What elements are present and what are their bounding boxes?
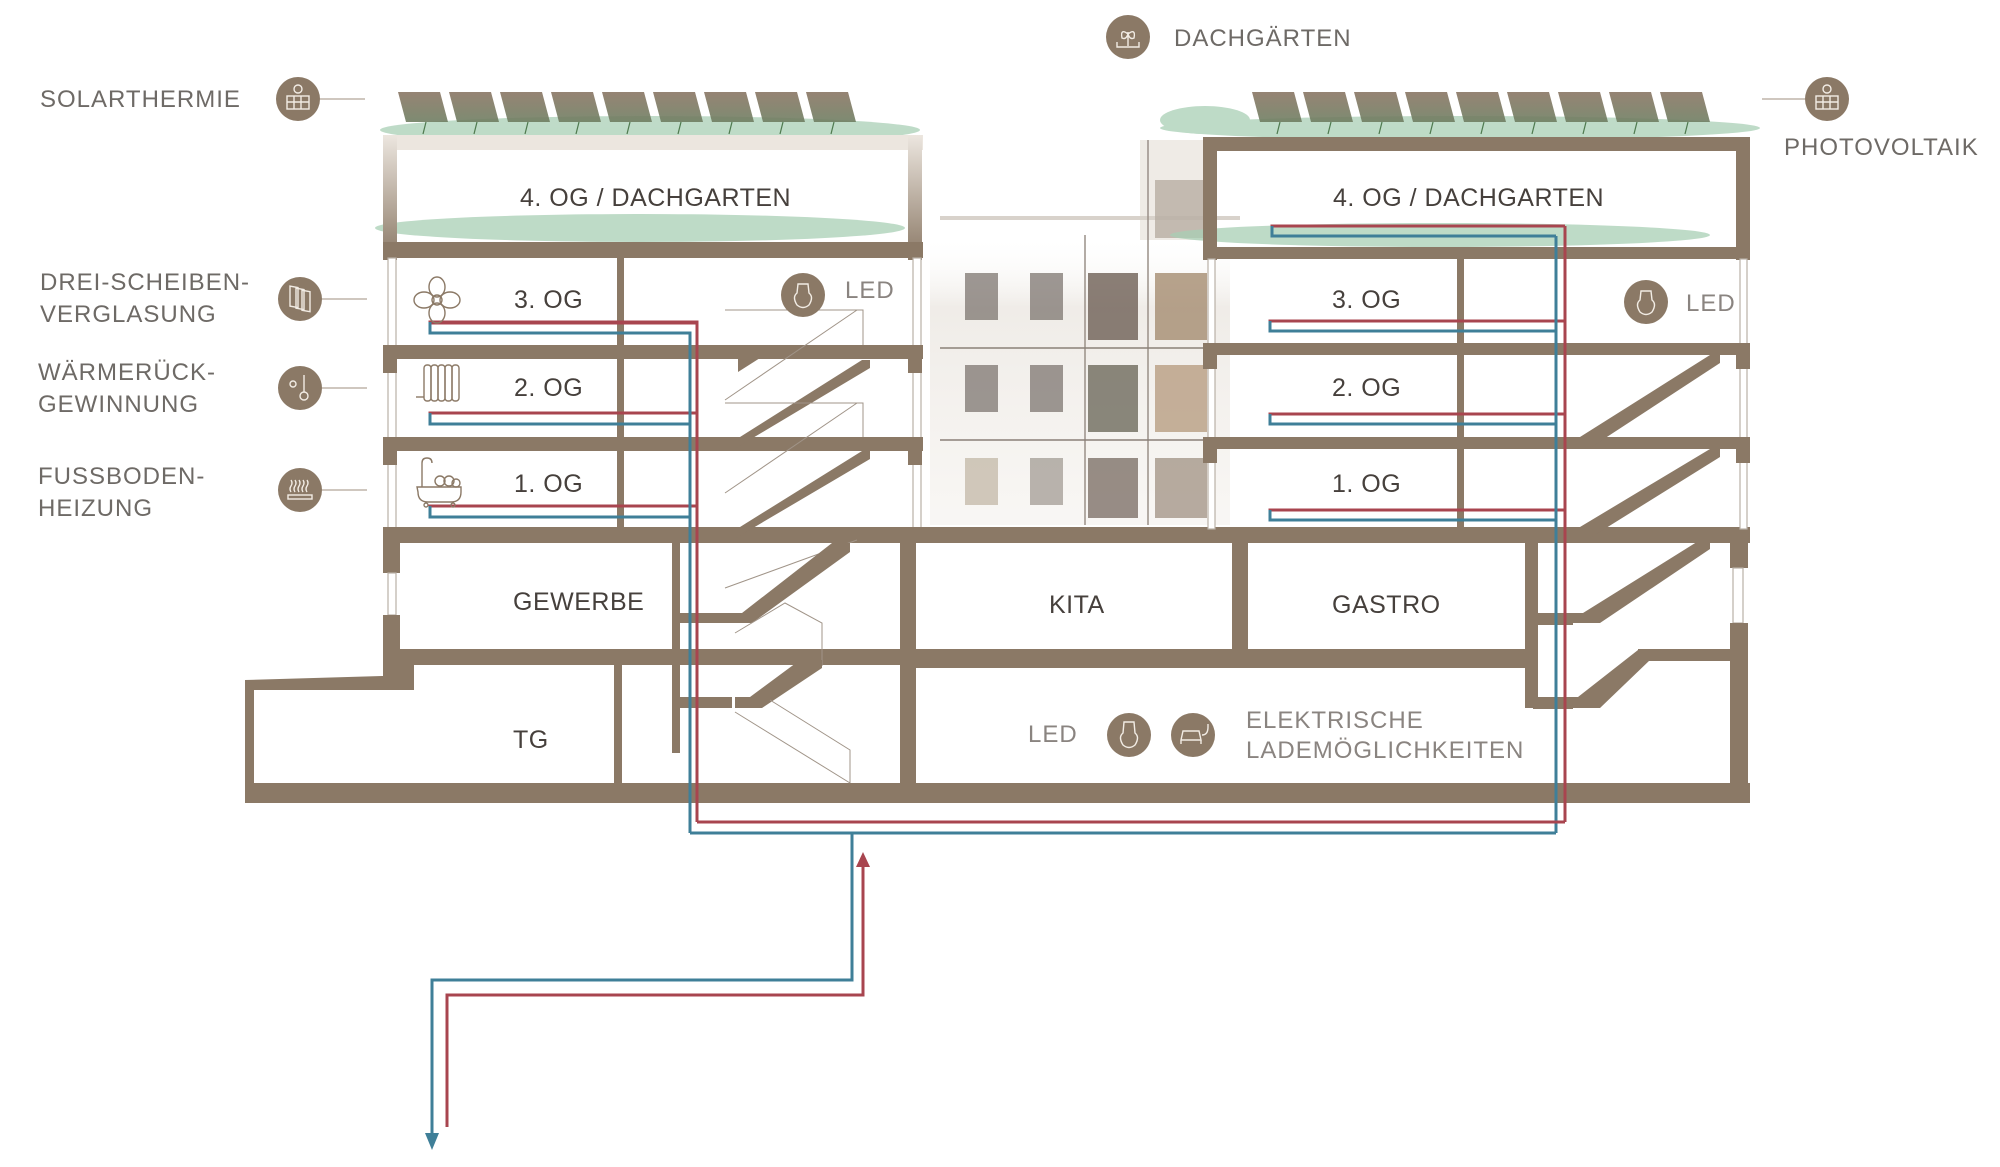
solar-panel	[602, 92, 652, 122]
solar-panel-stand	[626, 121, 631, 135]
light-bulb-icon	[1107, 713, 1151, 757]
legend-solarthermie: SOLARTHERMIE	[40, 77, 365, 121]
led-annotation-basement: LED ELEKTRISCHE LADEMÖGLICHKEITEN	[1028, 707, 1524, 764]
solar-panel	[1558, 92, 1608, 122]
left-staircase	[724, 309, 870, 784]
solar-panel	[1507, 92, 1557, 122]
legend-drei-scheiben-verglasung: DREI-SCHEIBEN- VERGLASUNG	[40, 269, 367, 328]
led-label: LED	[1686, 290, 1736, 317]
solar-panel-stand	[1633, 121, 1638, 135]
solar-panel-stand	[830, 121, 835, 135]
right-staircase	[1568, 355, 1720, 708]
backdrop-windows	[965, 180, 1207, 518]
solar-panel-stand	[779, 121, 784, 135]
solar-panel-stand	[575, 121, 580, 135]
solar-panel-stand	[473, 121, 478, 135]
light-bulb-icon	[1624, 280, 1668, 324]
solar-panel-stand	[1582, 121, 1587, 135]
legend-label-line2: GEWINNUNG	[38, 391, 199, 418]
radiator-icon	[416, 364, 460, 402]
room-label-right-3og: 3. OG	[1332, 286, 1401, 314]
room-label-left-2og: 2. OG	[514, 374, 583, 402]
solar-panel	[653, 92, 703, 122]
floor-heating-icon	[278, 468, 322, 512]
solar-panel-stand	[1684, 121, 1689, 135]
solar-panel	[1252, 92, 1302, 122]
solar-panel	[551, 92, 601, 122]
legend-label-line1: DREI-SCHEIBEN-	[40, 269, 250, 296]
solar-panel-stand	[1327, 121, 1332, 135]
charging-label-line2: LADEMÖGLICHKEITEN	[1246, 737, 1524, 764]
room-label-right-2og: 2. OG	[1332, 374, 1401, 402]
legend-label-line1: FUSSBODEN-	[38, 463, 205, 490]
solar-panel-icon	[1805, 77, 1849, 121]
led-label: LED	[845, 277, 895, 304]
solar-panel	[398, 92, 448, 122]
room-label-gastro: GASTRO	[1332, 591, 1441, 619]
room-label-right-4og: 4. OG / DACHGARTEN	[1333, 184, 1604, 212]
room-label-right-1og: 1. OG	[1332, 470, 1401, 498]
solar-panel	[1405, 92, 1455, 122]
legend-dachgaerten: DACHGÄRTEN	[1106, 15, 1352, 59]
solar-panel	[704, 92, 754, 122]
legend-fussbodenheizung: FUSSBODEN- HEIZUNG	[38, 463, 367, 522]
room-label-gewerbe: GEWERBE	[513, 588, 644, 616]
legend-label: DACHGÄRTEN	[1174, 25, 1352, 52]
room-label-left-4og: 4. OG / DACHGARTEN	[520, 184, 791, 212]
ev-charging-icon	[1171, 713, 1215, 757]
solar-panel-stand	[524, 121, 529, 135]
solar-panel	[806, 92, 856, 122]
legend-label-line2: HEIZUNG	[38, 495, 153, 522]
solar-panel-stand	[728, 121, 733, 135]
solar-panel-stand	[422, 121, 427, 135]
led-annotation-right: LED	[1624, 280, 1736, 324]
solar-panel-stand	[1378, 121, 1383, 135]
solar-panels-left	[398, 92, 856, 135]
solar-panel	[1456, 92, 1506, 122]
room-labels: 4. OG / DACHGARTEN 4. OG / DACHGARTEN 3.…	[513, 184, 1604, 754]
led-annotation-left: LED	[781, 273, 895, 317]
thermometer-sun-icon	[278, 366, 322, 410]
charging-label-line1: ELEKTRISCHE	[1246, 707, 1424, 734]
solar-panel	[1354, 92, 1404, 122]
solar-panel-stand	[1531, 121, 1536, 135]
solar-panels-right	[1252, 92, 1710, 135]
plant-sprout-icon	[1106, 15, 1150, 59]
solar-panel-icon	[276, 77, 320, 121]
light-bulb-icon	[781, 273, 825, 317]
legend-photovoltaik: PHOTOVOLTAIK	[1762, 77, 1979, 161]
led-label: LED	[1028, 721, 1078, 748]
solar-panel-stand	[677, 121, 682, 135]
legend-label: PHOTOVOLTAIK	[1784, 134, 1979, 161]
solar-panel	[1660, 92, 1710, 122]
room-label-left-3og: 3. OG	[514, 286, 583, 314]
room-label-kita: KITA	[1049, 591, 1105, 619]
heating-pipes	[425, 224, 1567, 1150]
legend-label: SOLARTHERMIE	[40, 86, 241, 113]
left-building-structure	[245, 135, 1750, 803]
bathtub-icon	[416, 457, 462, 508]
solar-panel	[449, 92, 499, 122]
room-label-tg: TG	[513, 726, 549, 754]
solar-panel-stand	[1480, 121, 1485, 135]
legend-label-line2: VERGLASUNG	[40, 301, 217, 328]
room-label-left-1og: 1. OG	[514, 470, 583, 498]
right-building-structure	[1203, 137, 1750, 803]
solar-panel	[755, 92, 805, 122]
solar-panel-stand	[1276, 121, 1281, 135]
solar-panel	[1303, 92, 1353, 122]
solar-panel	[500, 92, 550, 122]
legend-label-line1: WÄRMERÜCK-	[38, 359, 216, 386]
fan-icon	[413, 276, 461, 324]
legend-waermerueckgewinnung: WÄRMERÜCK- GEWINNUNG	[38, 359, 367, 418]
existing-building-backdrop	[930, 140, 1240, 525]
solar-panel-stand	[1429, 121, 1434, 135]
triple-glazing-icon	[278, 277, 322, 321]
solar-panel	[1609, 92, 1659, 122]
